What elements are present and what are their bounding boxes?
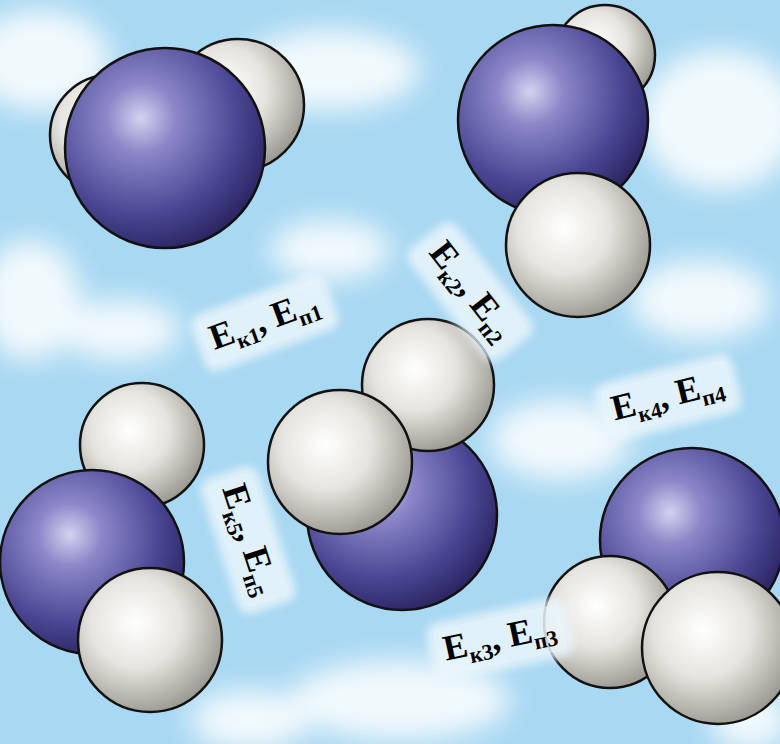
energy-label: Eк3, Eп3 (431, 603, 568, 677)
energy-label: Eк1, Eп1 (196, 277, 335, 367)
water-molecule (50, 39, 304, 248)
label-holder: Eк5, Eп5 (205, 471, 291, 610)
energy-label: Eк4, Eп4 (599, 359, 737, 437)
label-holder: Eк4, Eп4 (599, 359, 737, 437)
water-molecule (458, 5, 655, 317)
cloud-patches (0, 10, 780, 744)
energy-label: Eк5, Eп5 (205, 471, 291, 610)
label-holder: Eк1, Eп1 (196, 277, 335, 367)
label-holder: Eк2, Eп2 (411, 226, 529, 358)
energy-label: Eк2, Eп2 (411, 226, 529, 358)
water-molecule (544, 448, 780, 724)
label-holder: Eк3, Eп3 (431, 603, 568, 677)
water-molecule (0, 383, 222, 712)
water-molecule (268, 319, 497, 610)
